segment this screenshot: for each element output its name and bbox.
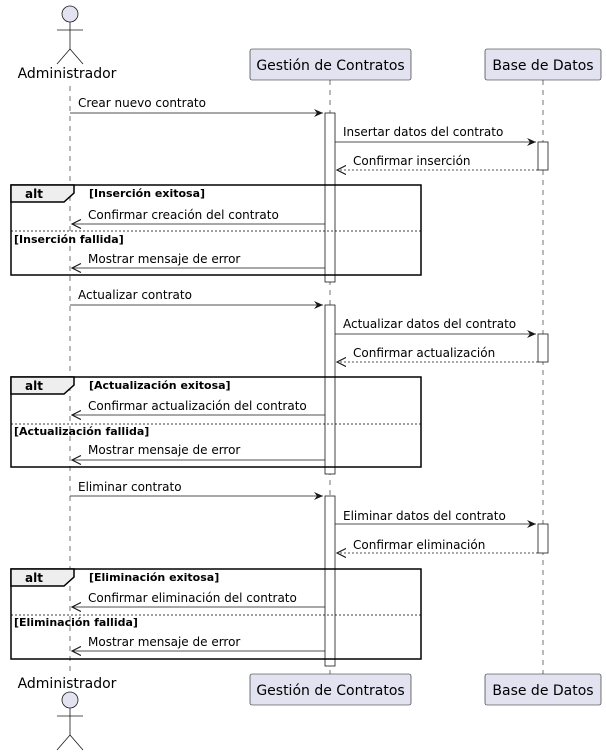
message-label: Mostrar mensaje de error [88,252,240,266]
participant-gestion-top: Gestión de Contratos [249,48,412,81]
fragment-condition: [Actualización exitosa] [89,379,231,392]
actor-admin-bottom: Administrador [18,676,117,751]
alt-fragment: alt [Actualización exitosa] [Actualizaci… [10,376,422,468]
fragment-keyword: alt [25,379,43,393]
actor-admin-top: Administrador [18,5,117,82]
participant-label-gestion-top: Gestión de Contratos [256,58,404,74]
actor-label-admin-top: Administrador [18,66,117,82]
message-label: Eliminar contrato [78,480,182,494]
participant-label-gestion-bottom: Gestión de Contratos [256,683,404,699]
alt-fragment: alt [Eliminación exitosa] [Eliminación f… [10,568,422,660]
message-label: Confirmar eliminación [353,538,485,552]
fragment-condition: [Eliminación exitosa] [89,571,219,584]
message-label: Confirmar actualización [353,346,495,360]
activation-db [537,523,549,554]
stick-figure-icon [56,5,84,65]
fragment-keyword: alt [25,187,43,201]
message-label: Actualizar contrato [78,288,192,302]
activation-gestion [324,112,336,283]
activation-db [537,333,549,363]
fragment-condition: [Inserción fallida] [14,233,124,246]
message-label: Eliminar datos del contrato [343,509,506,523]
message-label: Confirmar actualización del contrato [88,399,307,413]
alt-fragment: alt [Inserción exitosa] [Inserción falli… [10,184,422,276]
participant-label-db-bottom: Base de Datos [492,683,593,699]
message-label: Mostrar mensaje de error [88,443,240,457]
activation-gestion [324,304,336,475]
activation-db [537,141,549,171]
fragment-condition: [Eliminación fallida] [14,616,138,629]
fragment-keyword: alt [25,571,43,585]
message-label: Actualizar datos del contrato [343,317,516,331]
participant-db-top: Base de Datos [484,48,602,81]
interaction-block-create: Crear nuevo contrato Insertar datos del … [10,96,549,283]
interaction-block-delete: Eliminar contrato Eliminar datos del con… [10,480,549,667]
activation-gestion [324,495,336,667]
interaction-block-update: Actualizar contrato Actualizar datos del… [10,288,549,475]
message-label: Crear nuevo contrato [78,96,206,110]
message-label: Confirmar eliminación del contrato [88,591,297,605]
stick-figure-icon [56,691,84,751]
message-label: Insertar datos del contrato [343,125,503,139]
fragment-condition: [Inserción exitosa] [89,187,205,200]
message-label: Mostrar mensaje de error [88,635,240,649]
participant-label-db-top: Base de Datos [492,58,593,74]
actor-label-admin-bottom: Administrador [18,676,117,692]
participant-gestion-bottom: Gestión de Contratos [249,673,412,706]
message-label: Confirmar creación del contrato [88,208,279,222]
message-label: Confirmar inserción [353,154,471,168]
participant-db-bottom: Base de Datos [484,673,602,706]
fragment-condition: [Actualización fallida] [14,425,149,438]
